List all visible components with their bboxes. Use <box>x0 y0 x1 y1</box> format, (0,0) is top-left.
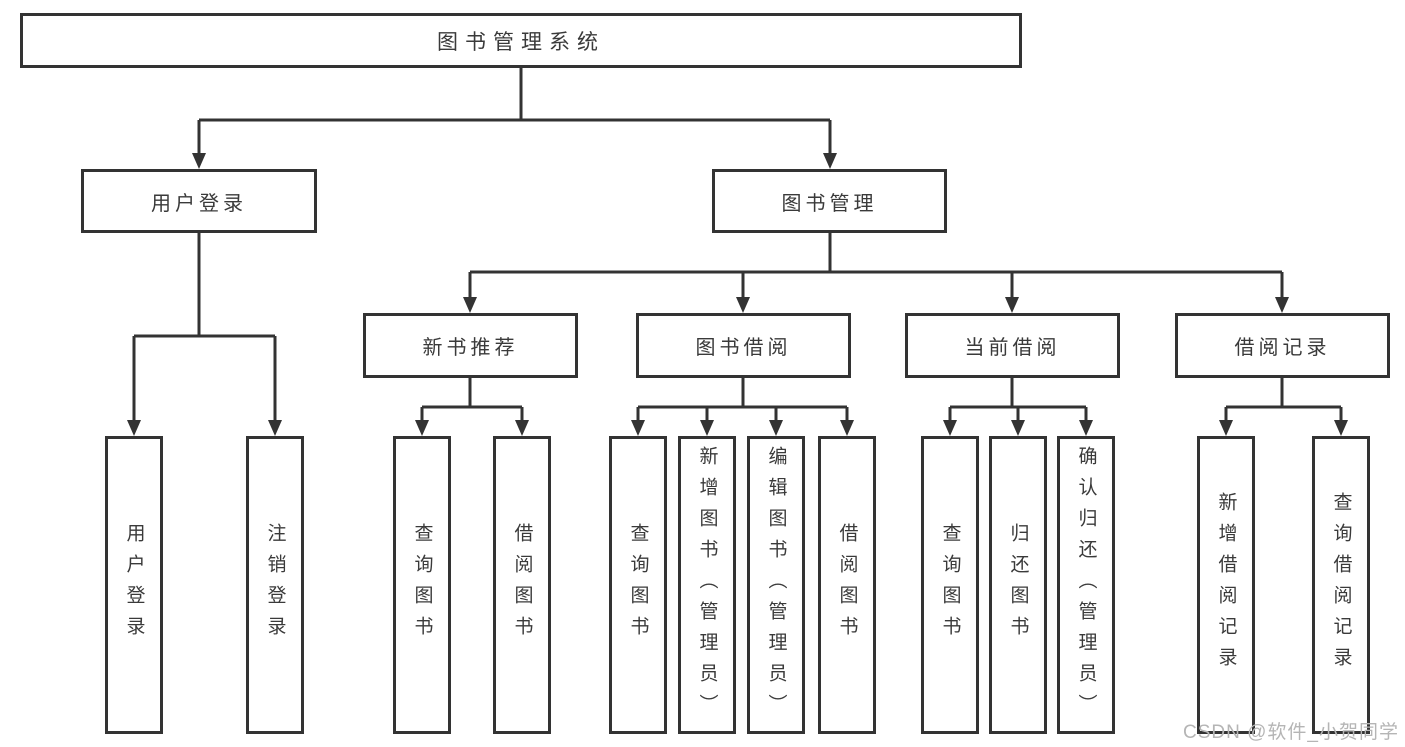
node-user-login: 用户登录 <box>81 169 317 233</box>
node-borrow-records: 借阅记录 <box>1175 313 1390 378</box>
arrow-icon <box>463 297 477 313</box>
edge-root <box>197 68 832 156</box>
node-query-books-recommend-label: 查询图书 <box>411 523 433 647</box>
node-add-books-admin: 新增图书（管理员） <box>678 436 736 734</box>
csdn-watermark: CSDN @软件_小贺同学 <box>1183 722 1399 743</box>
arrow-icon <box>1011 420 1025 436</box>
node-user-login-leaf-label: 用户登录 <box>123 523 145 647</box>
node-user-login-label: 用户登录 <box>151 192 247 215</box>
node-book-management-label: 图书管理 <box>781 192 878 215</box>
arrow-icon <box>1005 297 1019 313</box>
arrow-icon <box>127 420 141 436</box>
node-edit-books-admin-label: 编辑图书（管理员） <box>765 445 787 725</box>
arrow-icon <box>943 420 957 436</box>
node-query-books-borrowing-label: 查询图书 <box>627 523 649 647</box>
arrow-icon <box>1334 420 1348 436</box>
arrow-icon <box>769 420 783 436</box>
arrow-icon <box>415 420 429 436</box>
arrow-icon <box>631 420 645 436</box>
node-add-borrow-record: 新增借阅记录 <box>1197 436 1255 734</box>
node-borrow-books-recommend-label: 借阅图书 <box>511 523 533 647</box>
node-new-book-recommendation-label: 新书推荐 <box>422 337 519 359</box>
node-new-book-recommendation: 新书推荐 <box>363 313 578 378</box>
node-borrow-books-recommend: 借阅图书 <box>493 436 551 734</box>
node-confirm-return-admin-label: 确认归还（管理员） <box>1075 445 1097 725</box>
node-root: 图书管理系统 <box>20 13 1022 68</box>
node-borrow-books-borrowing: 借阅图书 <box>818 436 876 734</box>
arrow-icon <box>268 420 282 436</box>
edge-user-login-group <box>132 233 277 423</box>
arrowheads <box>127 153 1348 436</box>
node-query-books-current: 查询图书 <box>921 436 979 734</box>
node-query-books-current-label: 查询图书 <box>939 523 961 647</box>
edge-book-mgmt-group <box>468 233 1284 300</box>
node-logout-label: 注销登录 <box>264 523 286 647</box>
node-borrow-books-borrowing-label: 借阅图书 <box>836 523 858 647</box>
node-add-borrow-record-label: 新增借阅记录 <box>1215 492 1237 678</box>
arrow-icon <box>823 153 837 169</box>
arrow-icon <box>1275 297 1289 313</box>
arrow-icon <box>515 420 529 436</box>
arrow-icon <box>736 297 750 313</box>
edge-child-stems <box>420 407 1343 423</box>
arrow-icon <box>1219 420 1233 436</box>
arrow-icon <box>192 153 206 169</box>
node-return-books: 归还图书 <box>989 436 1047 734</box>
node-query-books-recommend: 查询图书 <box>393 436 451 734</box>
node-confirm-return-admin: 确认归还（管理员） <box>1057 436 1115 734</box>
arrow-icon <box>700 420 714 436</box>
node-borrow-records-label: 借阅记录 <box>1234 337 1331 359</box>
node-user-login-leaf: 用户登录 <box>105 436 163 734</box>
node-return-books-label: 归还图书 <box>1007 523 1029 647</box>
node-edit-books-admin: 编辑图书（管理员） <box>747 436 805 734</box>
node-book-borrowing-label: 图书借阅 <box>695 337 792 359</box>
node-add-books-admin-label: 新增图书（管理员） <box>696 445 718 725</box>
node-query-borrow-record: 查询借阅记录 <box>1312 436 1370 734</box>
node-query-borrow-record-label: 查询借阅记录 <box>1330 492 1352 678</box>
node-query-books-borrowing: 查询图书 <box>609 436 667 734</box>
node-root-label: 图书管理系统 <box>437 30 605 54</box>
node-current-borrowing: 当前借阅 <box>905 313 1120 378</box>
node-book-borrowing: 图书借阅 <box>636 313 851 378</box>
node-current-borrowing-label: 当前借阅 <box>964 337 1061 359</box>
arrow-icon <box>1079 420 1093 436</box>
node-logout: 注销登录 <box>246 436 304 734</box>
arrow-icon <box>840 420 854 436</box>
edge-level3-stems <box>422 378 1341 409</box>
node-book-management: 图书管理 <box>712 169 947 233</box>
